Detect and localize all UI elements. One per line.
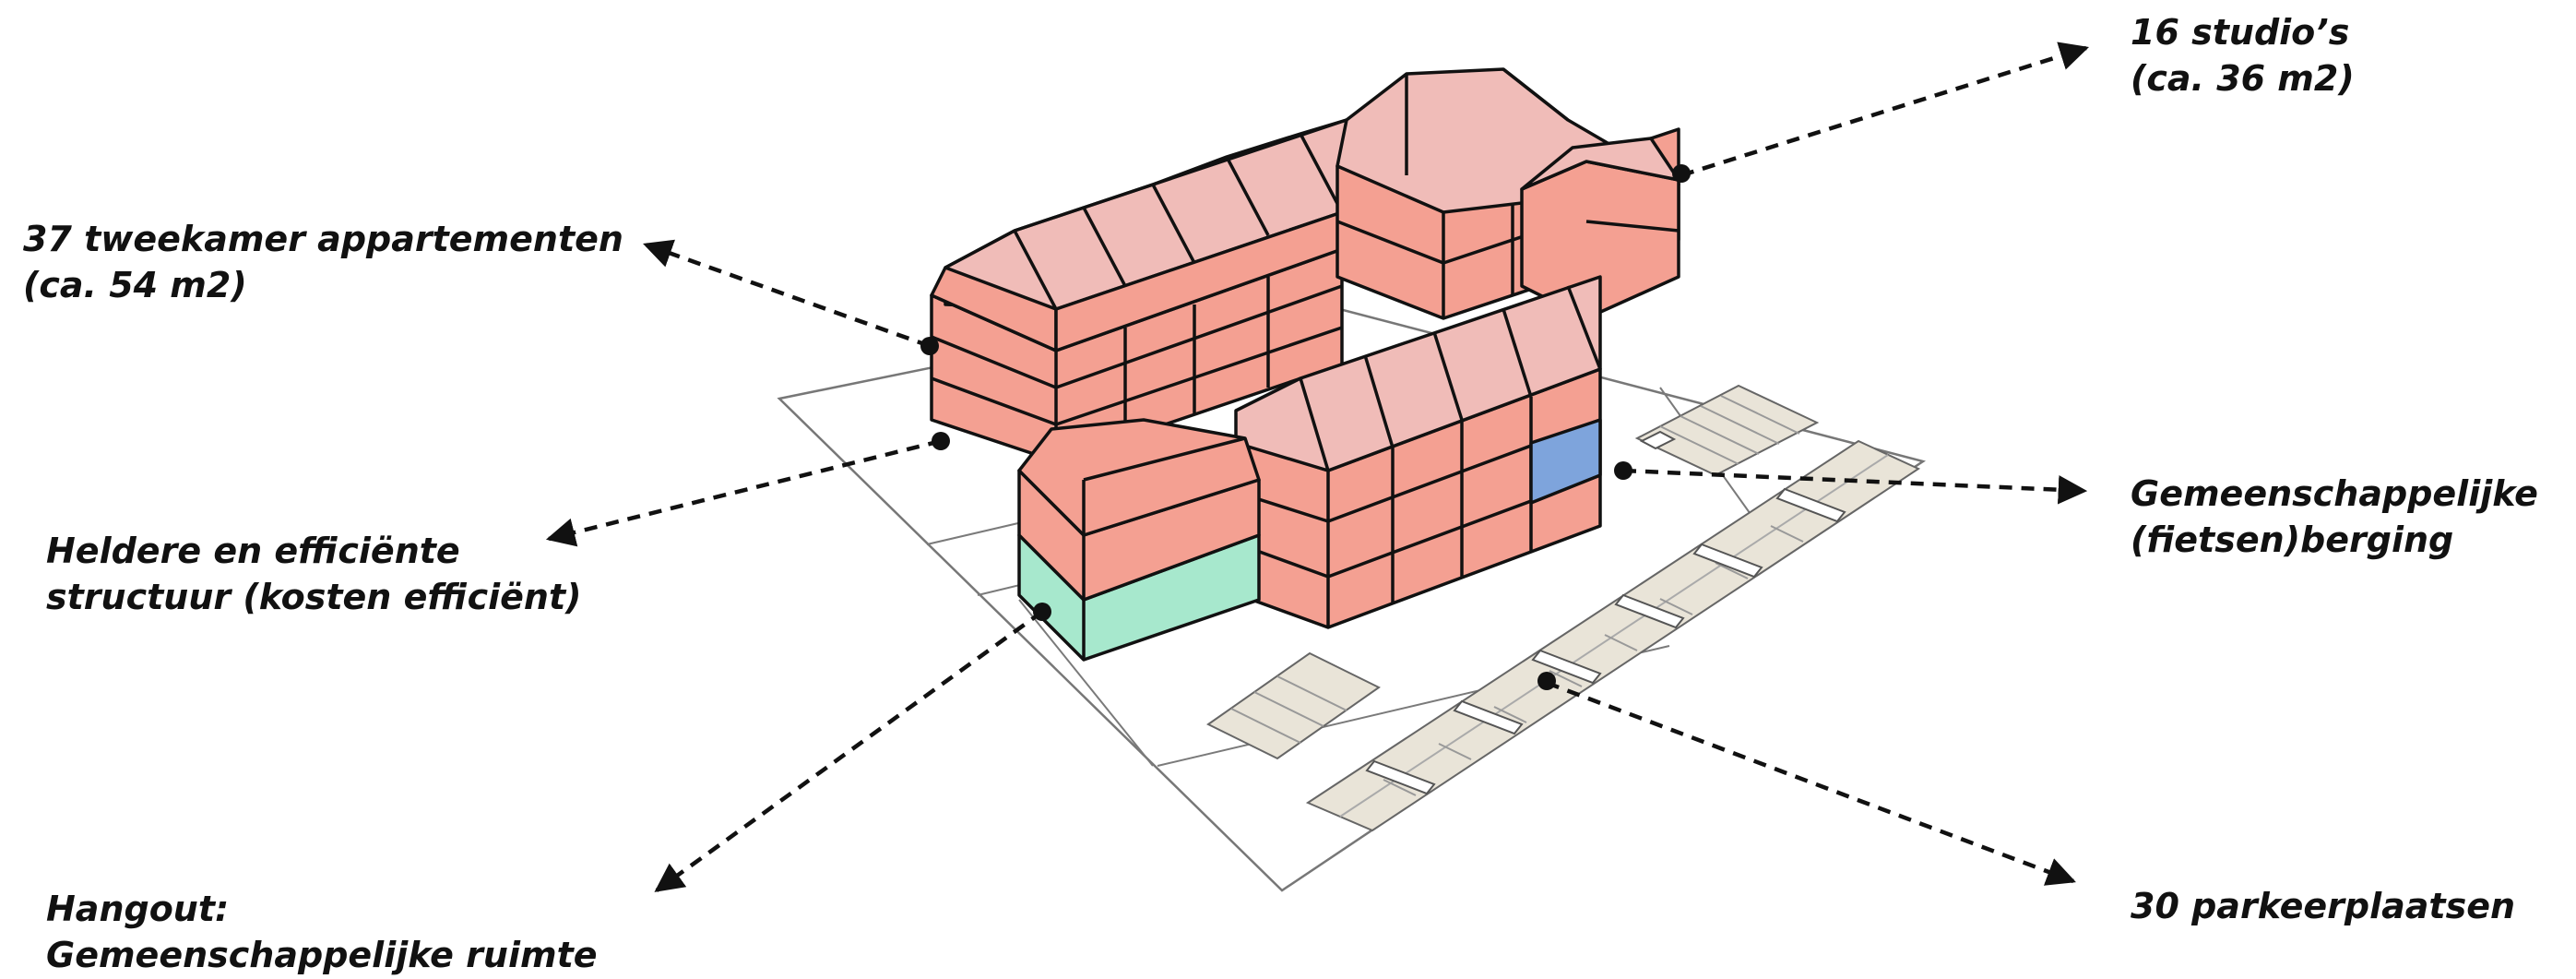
label-structure-line2: structuur (kosten efficiënt): [46, 577, 581, 617]
label-apartments-line2: (ca. 54 m2): [23, 265, 247, 305]
leader-hangout: [654, 610, 1044, 892]
label-bike-storage-line2: (fietsen)berging: [2131, 519, 2453, 560]
label-bike-storage-line1: Gemeenschappelijke: [2131, 473, 2538, 514]
label-apartments-line1: 37 tweekamer appartementen: [23, 219, 623, 259]
label-studios-line2: (ca. 36 m2): [2131, 58, 2355, 99]
parking-row-upper: [1634, 384, 1820, 477]
hangout-block: [1017, 418, 1261, 662]
dot-parking: [1537, 672, 1556, 690]
dot-studios: [1672, 164, 1691, 183]
annotation-leaders: [545, 42, 2090, 892]
dot-structure: [932, 432, 950, 450]
studio-block: [1335, 67, 1680, 320]
label-studios-line1: 16 studio’s: [2131, 12, 2349, 53]
label-hangout-line2: Gemeenschappelijke ruimte: [46, 935, 598, 975]
annotation-dots: [920, 164, 1691, 690]
apartment-block-front: [1225, 275, 1602, 629]
parking-row-long: [1305, 439, 1921, 832]
dot-bike-storage: [1614, 461, 1632, 480]
label-hangout-line1: Hangout:: [46, 889, 229, 929]
dot-hangout: [1033, 603, 1051, 621]
annotation-labels: 16 studio’s (ca. 36 m2) 37 tweekamer app…: [23, 12, 2538, 975]
leader-structure: [545, 438, 942, 547]
label-structure-line1: Heldere en efficiënte: [46, 531, 460, 571]
leader-studios: [1680, 42, 2090, 178]
label-parking-line1: 30 parkeerplaatsen: [2131, 886, 2515, 926]
leader-bike-storage: [1622, 468, 2088, 505]
apartment-block-back-left: [930, 118, 1348, 463]
leader-parking: [1546, 680, 2076, 886]
leader-apartments: [643, 239, 931, 349]
dot-apartments: [920, 337, 939, 355]
parking-row-lower: [1206, 651, 1381, 760]
